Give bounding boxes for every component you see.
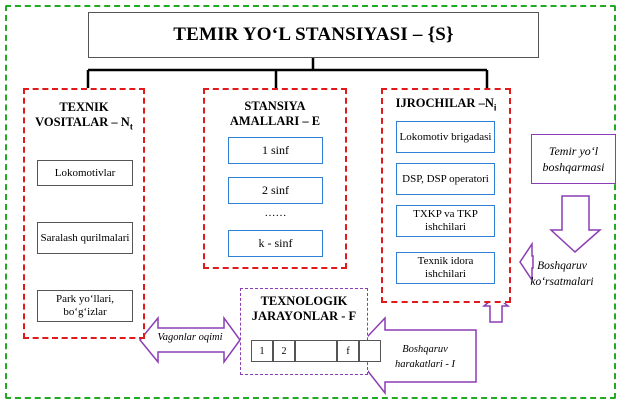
tech-processes-line2: JARAYONLAR - F	[251, 309, 357, 323]
ops-item-class-k: k - sinf	[228, 230, 323, 257]
tech-item-park-tracks: Park yo‘llari, bo‘g‘izlar	[37, 290, 133, 322]
ops-item-class-2: 2 sinf	[228, 177, 323, 204]
tech-processes-line1: TEXNOLOGIK	[260, 294, 348, 308]
railway-administration-box: Temir yo‘l boshqarmasi	[531, 134, 616, 184]
process-cell	[359, 340, 381, 362]
tech-item-sorting-devices: Saralash qurilmalari	[37, 222, 133, 254]
ops-group-heading: STANSIYA AMALLARI – E	[205, 99, 345, 129]
control-actions-label: Boshqaruv harakatlari - I	[394, 344, 456, 370]
exec-item-tech-office-workers: Texnik idora ishchilari	[396, 252, 495, 284]
tech-heading-line2: VOSITALAR – Nt	[35, 115, 133, 132]
tech-heading-line1: TEXNIK	[59, 100, 109, 114]
control-instructions-label: Boshqaruv ko‘rsatmalari	[530, 260, 594, 288]
tech-group-heading: TEXNIK VOSITALAR – Nt	[25, 100, 143, 135]
system-boundary	[5, 5, 616, 399]
process-cell	[295, 340, 337, 362]
exec-item-dsp-operator: DSP, DSP operatori	[396, 163, 495, 195]
down-arrow-admin	[549, 195, 602, 254]
ops-item-class-1: 1 sinf	[228, 137, 323, 164]
tech-processes-heading: TEXNOLOGIK JARAYONLAR - F	[241, 294, 367, 324]
process-cell: 1	[251, 340, 273, 362]
process-cell: f	[337, 340, 359, 362]
tech-item-locomotives: Lokomotivlar	[37, 160, 133, 186]
control-actions-arrow	[352, 316, 477, 396]
ops-item-ellipsis: ……	[264, 207, 287, 219]
left-arrow-instructions	[519, 241, 534, 283]
ops-heading-line2: AMALLARI – E	[229, 114, 321, 128]
exec-group-heading: IJROCHILAR –Ni	[395, 96, 497, 113]
station-title: TEMIR YO‘L STANSIYASI – {S}	[88, 12, 539, 58]
process-cell: 2	[273, 340, 295, 362]
exec-item-txkp-tkp-workers: TXKP va TKP ishchilari	[396, 205, 495, 237]
exec-item-locomotive-crew: Lokomotiv brigadasi	[396, 121, 495, 153]
wagon-flow-label: Vagonlar oqimi	[157, 332, 223, 343]
tech-process-cells: 1 2 f	[251, 340, 381, 362]
ops-heading-line1: STANSIYA	[244, 99, 306, 113]
